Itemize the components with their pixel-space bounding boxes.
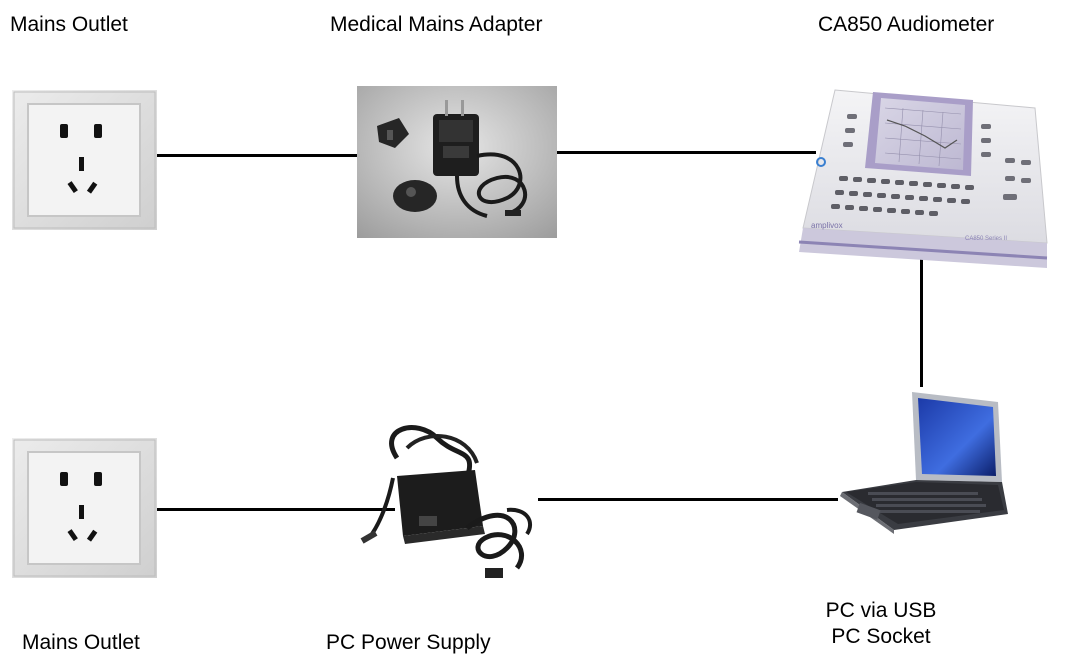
label-mains-outlet-bottom: Mains Outlet <box>22 631 140 654</box>
label-ca850-audiometer: CA850 Audiometer <box>818 13 995 36</box>
label-medical-mains-adapter: Medical Mains Adapter <box>330 13 543 36</box>
pc-power-supply-image <box>357 418 542 583</box>
wire-outlet-to-powersupply <box>155 508 395 511</box>
mains-outlet-top-image <box>12 90 157 230</box>
ca850-audiometer-image: amplivox CA850 Series II <box>785 78 1060 278</box>
label-mains-outlet-top: Mains Outlet <box>10 13 128 36</box>
audiometer-brand-text: amplivox <box>811 221 843 230</box>
audiometer-model-text: CA850 Series II <box>965 236 1007 242</box>
medical-mains-adapter-image <box>357 86 557 238</box>
label-pc-power-supply: PC Power Supply <box>326 631 491 654</box>
wire-powersupply-to-pc <box>538 498 838 501</box>
wire-outlet-to-adapter <box>155 154 360 157</box>
mains-outlet-bottom-image <box>12 438 157 578</box>
label-pc-via-usb: PC via USB <box>825 599 937 622</box>
wire-adapter-to-audiometer <box>556 151 816 154</box>
label-pc-socket: PC Socket <box>831 625 931 648</box>
wire-audiometer-to-pc <box>920 252 923 387</box>
pc-laptop-image <box>838 388 1010 538</box>
